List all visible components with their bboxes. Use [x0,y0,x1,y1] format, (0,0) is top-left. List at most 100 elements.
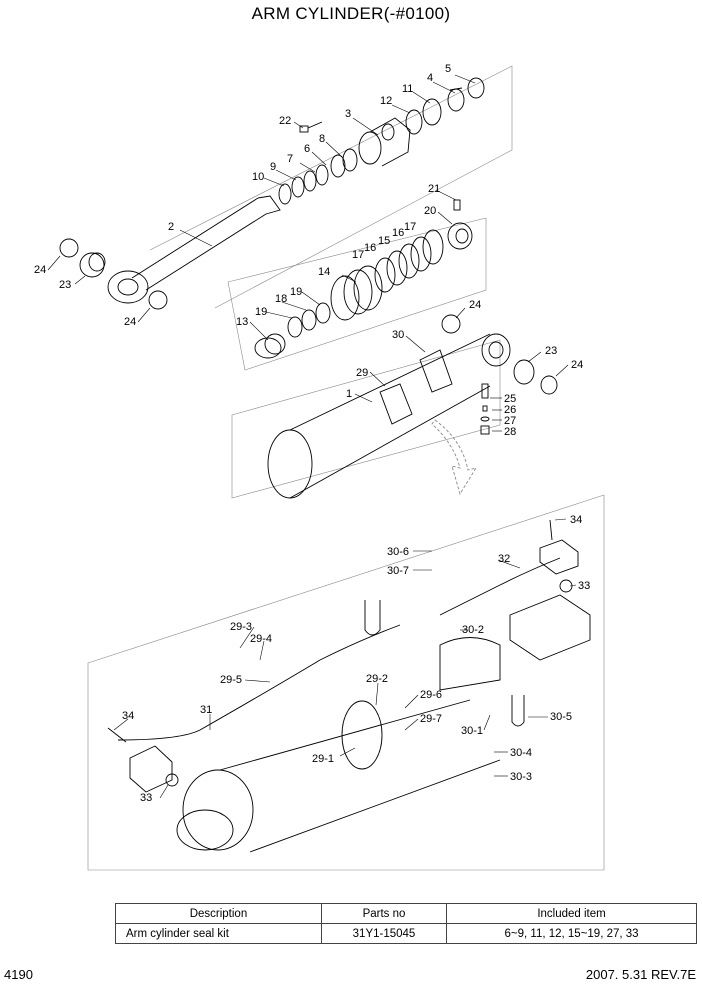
rod-cover [358,117,411,167]
header-parts-no: Parts no [320,903,448,924]
callout-29: 29 [356,367,368,379]
dust-seal-24-mid [148,290,168,310]
callout-12: 12 [380,95,392,107]
callout-24-left: 24 [34,264,46,276]
callout-30-4: 30-4 [510,747,532,759]
piston-rod [107,195,281,304]
bracket-30-2 [509,594,591,661]
callout-24-right: 24 [571,359,583,371]
callout-30-2: 30-2 [462,624,484,636]
callout-21: 21 [428,183,440,195]
callout-33-right: 33 [578,580,590,592]
callout-19-left: 19 [255,306,267,318]
header-included-item: Included item [446,903,697,924]
table-header-row: Description Parts no Included item [115,903,697,924]
cell-description: Arm cylinder seal kit [115,923,322,944]
callout-29-4: 29-4 [250,633,272,645]
callout-labels: 2 5 4 11 12 3 22 8 6 7 9 10 24 23 24 21 … [34,63,590,804]
callout-1: 1 [346,388,352,400]
dust-seal-24-left [59,238,79,258]
pipe-32 [439,557,561,616]
flange-block-left [129,745,173,793]
callout-9: 9 [270,161,276,173]
band-30 [419,349,453,393]
backup-ring-11 [422,98,442,126]
callout-30-5: 30-5 [550,711,572,723]
dust-seal-24-tube [441,314,461,334]
callout-5: 5 [445,63,451,75]
cell-parts-no: 31Y1-15045 [320,923,448,944]
band-29 [379,383,413,425]
callout-18: 18 [275,293,287,305]
o-ring-12 [405,109,423,135]
callout-29-7: 29-7 [420,713,442,725]
callout-7: 7 [287,153,293,165]
clamp-29-1 [341,700,383,770]
bushing-23-left [79,252,106,278]
arm-cylinder-exploded-diagram: 2 5 4 11 12 3 22 8 6 7 9 10 24 23 24 21 … [34,63,605,871]
page-title: ARM CYLINDER(-#0100) [251,4,451,23]
set-screw-21 [453,199,461,211]
dust-wiper-5 [467,77,485,99]
detail-cylinder-tube [176,699,501,853]
callout-17-right: 17 [404,221,416,233]
u-bolt-30-5 [511,695,525,727]
callout-23-right: 23 [545,345,557,357]
callout-27: 27 [504,415,516,427]
cushion-ring-13 [254,333,286,359]
callout-24-mid: 24 [124,316,136,328]
callout-8: 8 [319,133,325,145]
callout-29-3: 29-3 [230,621,252,633]
group-outline-head [149,65,513,309]
callout-2: 2 [168,221,174,233]
callout-29-1: 29-1 [312,753,334,765]
callout-20: 20 [424,205,436,217]
callout-25: 25 [504,393,516,405]
piston-14 [330,265,383,321]
piston-rings-15-17 [374,229,444,293]
cylinder-tube [267,333,511,499]
bolt-34-right [549,519,553,541]
bushing-23-right [513,359,535,385]
ring-19-left [287,316,303,338]
callout-32: 32 [498,553,510,565]
revision-date: 2007. 5.31 REV.7E [585,967,696,982]
bushing-4 [447,87,465,112]
callout-26: 26 [504,404,516,416]
o-ring-33-right [559,579,573,593]
callout-29-5: 29-5 [220,674,242,686]
ring-18 [301,309,317,331]
callout-10: 10 [252,171,264,183]
socket-bolt-22 [299,121,323,133]
small-parts-25-28 [480,383,490,435]
o-ring-33-left [165,773,179,787]
callout-30-7: 30-7 [387,565,409,577]
pipe-31 [117,624,401,741]
dust-seal-24-right [540,375,558,395]
callout-33-left: 33 [140,792,152,804]
group-outline-piston [227,217,487,371]
callout-23-left: 23 [59,279,71,291]
group-outline-tube [231,339,501,499]
callout-19-right: 19 [290,286,302,298]
callout-3: 3 [345,108,351,120]
callout-34-left: 34 [122,710,134,722]
seal-rings-rod [278,148,358,205]
callout-11: 11 [402,83,413,95]
table-row: Arm cylinder seal kit 31Y1-15045 6~9, 11… [115,923,697,944]
callout-31: 31 [200,704,212,716]
callout-16-right: 16 [392,227,404,239]
callout-6: 6 [304,143,310,155]
callout-30-3: 30-3 [510,771,532,783]
callout-30: 30 [392,329,404,341]
flange-block-right [539,539,579,575]
callout-28: 28 [504,426,516,438]
callout-17-left: 17 [352,249,364,261]
callout-14: 14 [318,266,330,278]
cell-included-item: 6~9, 11, 12, 15~19, 27, 33 [446,923,697,944]
u-bolt-top [364,600,381,636]
leader-lines [47,74,577,799]
callout-4: 4 [427,72,433,84]
callout-15: 15 [378,235,390,247]
callout-29-2: 29-2 [366,673,388,685]
